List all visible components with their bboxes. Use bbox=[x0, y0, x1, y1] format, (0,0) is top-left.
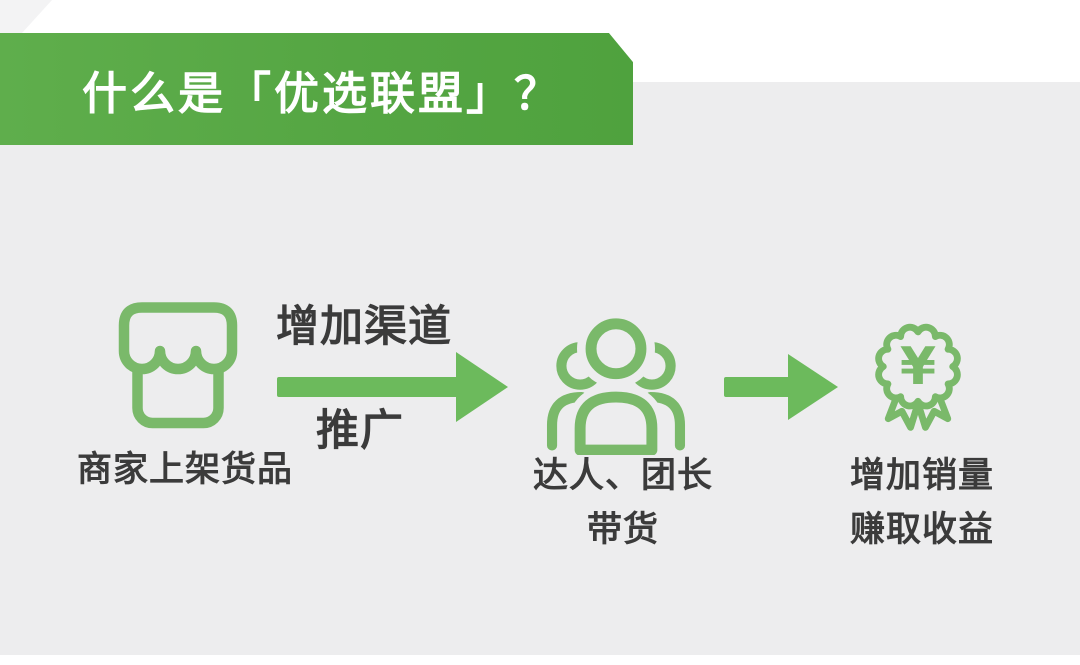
step3-label-line2: 赚取收益 bbox=[849, 510, 994, 549]
arrow1-bottom-label: 推广 bbox=[316, 407, 404, 455]
people-group-icon bbox=[538, 308, 694, 455]
arrow1-right-icon bbox=[277, 352, 508, 422]
arrow1-top-label: 增加渠道 bbox=[276, 303, 452, 351]
arrow2-right-icon bbox=[724, 354, 838, 420]
page-title: 什么是「优选联盟」？ bbox=[82, 67, 563, 119]
step2-label-line1: 达人、团长 bbox=[532, 456, 713, 495]
bottom-margin bbox=[0, 655, 1080, 665]
storefront-icon bbox=[103, 290, 253, 442]
title-banner: 什么是「优选联盟」？ bbox=[0, 33, 633, 145]
corner-decoration bbox=[0, 0, 52, 33]
step3-label-line1: 增加销量 bbox=[849, 456, 994, 495]
step2-label-line2: 带货 bbox=[586, 510, 659, 549]
yen-glyph: ¥ bbox=[900, 337, 936, 397]
medal-yen-icon: ¥ bbox=[856, 312, 980, 446]
step1-label: 商家上架货品 bbox=[76, 450, 293, 489]
